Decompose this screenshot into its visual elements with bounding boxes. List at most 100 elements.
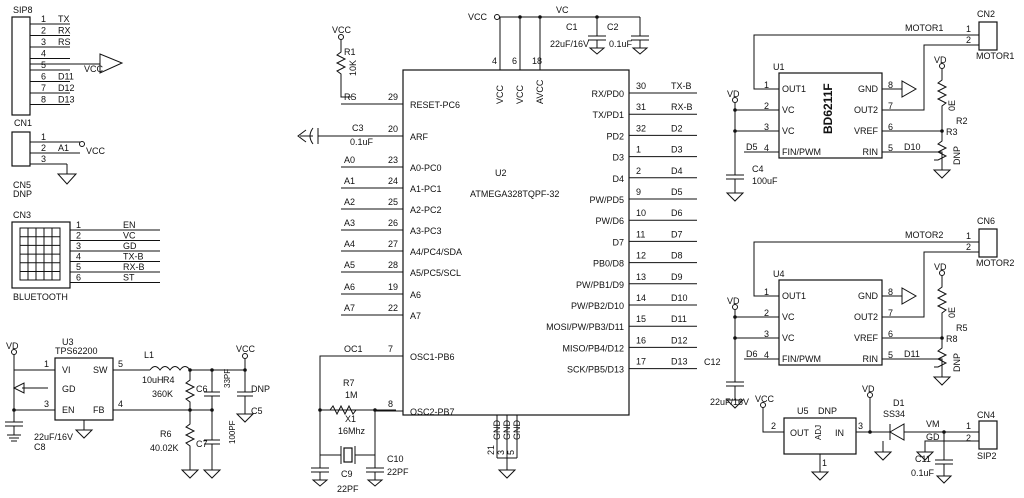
mcu-right-pin-number: 9 bbox=[636, 187, 641, 197]
sip8-net-label: D12 bbox=[58, 83, 75, 93]
c3-value: 0.1uF bbox=[350, 137, 374, 147]
c8-value: 22uF/16V bbox=[34, 432, 73, 442]
sip8-name: CN1 bbox=[14, 118, 32, 128]
mcu-left-pin-name: RESET-PC6 bbox=[410, 100, 460, 110]
sip8-pin-number: 6 bbox=[41, 72, 46, 82]
cn3-pin-number: 6 bbox=[76, 273, 81, 283]
mcu-right-pin-name: D7 bbox=[612, 237, 624, 247]
mcu-right-pin-name: PW/PB2/D10 bbox=[571, 301, 624, 311]
cn3-net-label: EN bbox=[123, 220, 136, 230]
c7-value: 100PF bbox=[228, 420, 237, 444]
u5-vd-label: VD bbox=[862, 384, 875, 394]
driver-rin-net: D11 bbox=[904, 349, 920, 359]
driver-left-pin-name: VC bbox=[782, 105, 795, 115]
driver-right-pin-number: 7 bbox=[888, 101, 893, 111]
u3-pin3-number: 3 bbox=[44, 399, 49, 409]
mcu-right-net: TX-B bbox=[671, 81, 692, 91]
mcu-right-net: D12 bbox=[671, 335, 688, 345]
u3-pin-gd: GD bbox=[62, 384, 76, 394]
cn3-net-label: RX-B bbox=[123, 262, 145, 272]
x1-ref: X1 bbox=[345, 414, 356, 424]
mcu-right-pin-number: 32 bbox=[636, 123, 646, 133]
mcu-top-pin-name: AVCC bbox=[535, 79, 545, 104]
mcu-right-net: D9 bbox=[671, 272, 683, 282]
u3-part: TPS62200 bbox=[55, 346, 98, 356]
cn5-ref: CN5 bbox=[13, 180, 31, 190]
c6-ref: C6 bbox=[196, 384, 208, 394]
mcu-right-pin-number: 14 bbox=[636, 293, 646, 303]
driver-left-pin-number: 2 bbox=[764, 308, 769, 318]
driver-right-pin-number: 6 bbox=[888, 329, 893, 339]
mcu-right-net: D8 bbox=[671, 251, 683, 261]
driver-cap-value: 22uF/16V bbox=[710, 397, 749, 407]
gd-label: GD bbox=[926, 432, 940, 442]
driver-left-pin-name: OUT1 bbox=[782, 84, 806, 94]
d1-ref: D1 bbox=[893, 398, 905, 408]
driver-right-pin-number: 5 bbox=[888, 143, 893, 153]
c10-ref: C10 bbox=[387, 454, 404, 464]
r7-value: 1M bbox=[345, 390, 358, 400]
mcu-right-pin-number: 15 bbox=[636, 314, 646, 324]
u5-pin2: 2 bbox=[771, 421, 776, 431]
mcu-vc-label: VC bbox=[556, 5, 569, 15]
driver-left-pin-name: VC bbox=[782, 312, 795, 322]
mcu-left-pin-name: A3-PC3 bbox=[410, 226, 442, 236]
mcu-bottom-pin-number: 5 bbox=[506, 450, 516, 455]
cn3-pin-number: 1 bbox=[76, 220, 81, 230]
driver-r-bot-ref: R8 bbox=[946, 334, 958, 344]
c11-ref: C11 bbox=[915, 454, 931, 464]
mcu-left-pin-number: 28 bbox=[388, 260, 398, 270]
mcu-left-net: A3 bbox=[344, 218, 355, 228]
driver-connector-name: MOTOR2 bbox=[976, 258, 1014, 268]
mcu-left-net: A5 bbox=[344, 260, 355, 270]
driver-right-pin-name: VREF bbox=[854, 126, 879, 136]
u5-ref: U5 bbox=[797, 406, 809, 416]
r6-value: 40.02K bbox=[150, 443, 179, 453]
cn3-net-label: GD bbox=[123, 241, 137, 251]
d1-value: SS34 bbox=[883, 409, 905, 419]
driver-body bbox=[778, 279, 883, 366]
driver-body bbox=[778, 72, 883, 159]
mcu-left-pin-number: 8 bbox=[388, 399, 393, 409]
c1-ref: C1 bbox=[566, 22, 578, 32]
mcu-right-net: D11 bbox=[671, 314, 687, 324]
mcu-left-pin-name: ARF bbox=[410, 132, 429, 142]
cn5-pin-number: 3 bbox=[41, 154, 46, 164]
c6-value: 33PF bbox=[223, 369, 232, 388]
cn5-pin-number: 2 bbox=[41, 143, 46, 153]
driver-right-pin-name: OUT2 bbox=[854, 312, 878, 322]
connector-pin2: 2 bbox=[966, 242, 971, 252]
mcu-right-net: D6 bbox=[671, 208, 683, 218]
sip8-pin-number: 7 bbox=[41, 83, 46, 93]
c10-value: 22PF bbox=[387, 467, 409, 477]
u3-pin-sw: SW bbox=[93, 365, 108, 375]
mcu-bottom-pin-name: GND bbox=[512, 420, 522, 441]
mcu-left-pin-name: A4/PC4/SDA bbox=[410, 247, 462, 257]
driver-fin-net: D5 bbox=[746, 142, 758, 152]
connector-pin1: 1 bbox=[966, 231, 971, 241]
u5-ldo: U5 DNP OUT ADJ IN VCC 2 3 1 VD D1 SS34 V… bbox=[755, 384, 998, 484]
mcu-left-pin-number: 29 bbox=[388, 92, 398, 102]
mcu-left-pin-name: A2-PC2 bbox=[410, 205, 442, 215]
mcu-left-net: A2 bbox=[344, 197, 355, 207]
mcu-right-net: RX-B bbox=[671, 102, 693, 112]
driver-fin-net: D6 bbox=[746, 349, 758, 359]
u5-note: DNP bbox=[818, 406, 837, 416]
driver-left-pin-number: 1 bbox=[764, 287, 769, 297]
mcu-right-pin-name: D4 bbox=[612, 174, 624, 184]
driver-r-bot-value: DNP bbox=[952, 146, 962, 165]
sip8-pin-number: 4 bbox=[41, 49, 46, 59]
mcu-right-pin-name: PW/PB1/D9 bbox=[576, 280, 624, 290]
cn3-pin-number: 2 bbox=[76, 231, 81, 241]
cn3-name: BLUETOOTH bbox=[13, 292, 68, 302]
c1-value: 22uF/16V bbox=[550, 39, 589, 49]
mcu-right-pin-name: MOSI/PW/PB3/D11 bbox=[546, 322, 624, 332]
reg-vcc-label: VCC bbox=[236, 344, 256, 354]
mcu-left-net: A1 bbox=[344, 176, 355, 186]
mcu-right-net: D4 bbox=[671, 166, 683, 176]
driver-left-pin-number: 2 bbox=[764, 101, 769, 111]
mcu-left-pin-number: 23 bbox=[388, 155, 398, 165]
driver-connector-ref: CN6 bbox=[977, 216, 995, 226]
